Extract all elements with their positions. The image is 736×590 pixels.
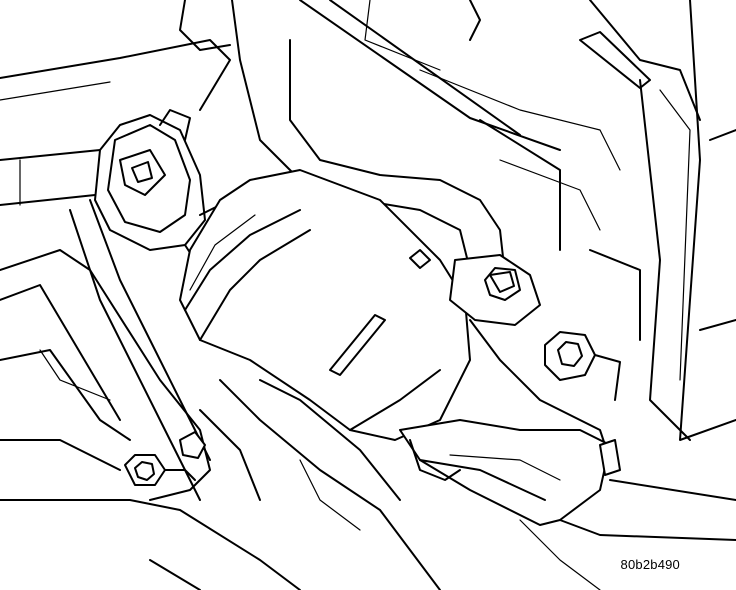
background-structure (0, 0, 736, 441)
figure-caption: 80b2b490 (620, 557, 680, 572)
hose-fitting (449, 254, 611, 461)
actuator-body (179, 169, 471, 441)
electrical-connector (0, 109, 256, 269)
hex-nut-left (124, 454, 196, 486)
valve-housing (399, 419, 736, 590)
lower-structure (199, 379, 441, 590)
small-bolt-lower (179, 431, 206, 459)
hex-bolt-right (544, 331, 621, 401)
mounting-bracket (0, 199, 301, 590)
